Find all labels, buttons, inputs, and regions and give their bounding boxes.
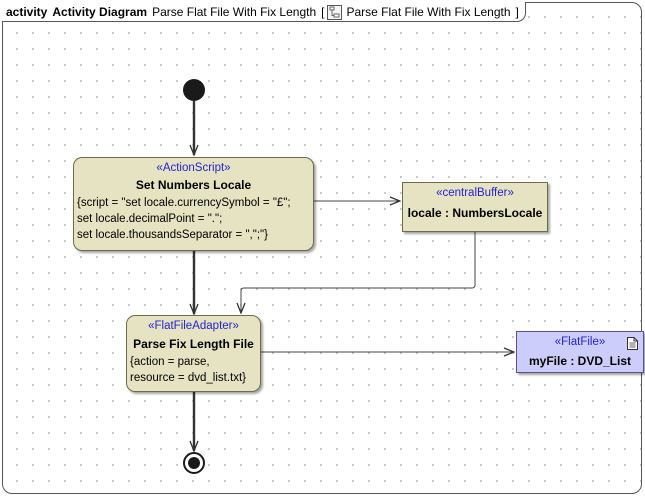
buffer-name: locale : NumbersLocale <box>407 206 543 220</box>
document-icon <box>627 337 638 350</box>
diagram-icon <box>327 5 343 20</box>
object-flow-buffer-to-parse[interactable] <box>241 232 476 313</box>
script-line-3: set locale.thousandsSeparator = ",";"} <box>77 229 268 241</box>
stereotype-label: «ActionScript» <box>156 162 231 174</box>
stereotype-label: «FlatFileAdapter» <box>148 320 239 332</box>
script-line-2: set locale.decimalPoint = "."; <box>77 213 223 225</box>
spec-line-2: resource = dvd_list.txt} <box>130 372 247 384</box>
central-buffer-locale[interactable]: «centralBuffer» locale : NumbersLocale <box>402 182 548 232</box>
script-line-1: {script = "set locale.currencySymbol = "… <box>77 197 291 209</box>
initial-node[interactable] <box>183 79 205 101</box>
flat-file-name: myFile : DVD_List <box>528 354 632 368</box>
diagram-reference[interactable]: Parse Flat File With Fix Length <box>346 4 511 19</box>
open-bracket: [ <box>321 4 325 19</box>
activity-final-node[interactable] <box>183 452 205 474</box>
action-set-numbers-locale[interactable]: «ActionScript» Set Numbers Locale {scrip… <box>73 157 314 251</box>
diagram-kind: activity <box>6 4 48 19</box>
diagram-title: Parse Flat File With Fix Length <box>152 4 317 19</box>
close-bracket: ] <box>515 4 519 19</box>
diagram-header: activity Activity Diagram Parse Flat Fil… <box>2 2 526 22</box>
action-parse-fix-length-file[interactable]: «FlatFileAdapter» Parse Fix Length File … <box>126 315 261 392</box>
action-name: Set Numbers Locale <box>135 178 252 192</box>
flat-file-myfile[interactable]: «FlatFile» myFile : DVD_List <box>516 331 644 373</box>
diagram-name: Activity Diagram <box>52 4 148 19</box>
stereotype-label: «FlatFile» <box>554 336 606 348</box>
stereotype-label: «centralBuffer» <box>436 187 514 199</box>
spec-line-1: {action = parse, <box>130 356 210 368</box>
final-node-core <box>188 457 200 469</box>
action-name: Parse Fix Length File <box>133 337 254 351</box>
